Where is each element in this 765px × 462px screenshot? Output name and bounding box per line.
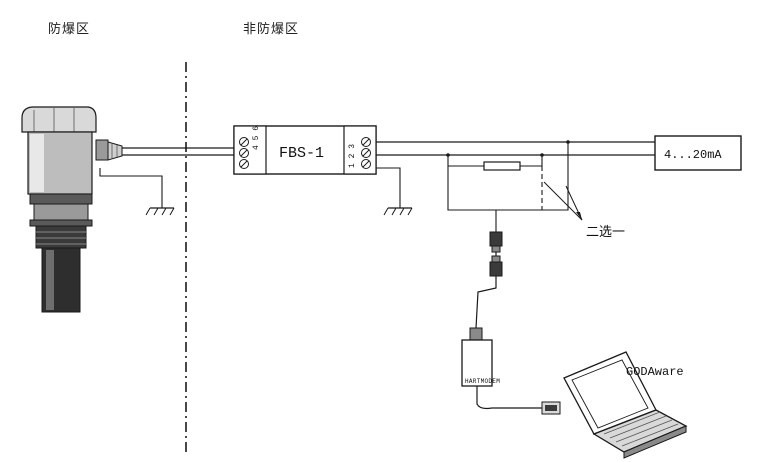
choose-one-label: 二选一 — [586, 225, 625, 240]
barrier-fbs1: 4 5 6 1 2 3 FBS-1 — [233, 125, 377, 175]
safe-zone-label: 非防爆区 — [243, 22, 300, 37]
modem-cable — [475, 276, 497, 329]
load-resistor — [483, 161, 521, 171]
barrier-right-terminal-numbers: 1 2 3 — [348, 144, 357, 168]
output-signal-label: 4...20mA — [664, 148, 722, 162]
signal-lines — [376, 141, 655, 156]
usb-cable — [476, 386, 542, 410]
laptop-computer: GODAware — [563, 351, 688, 459]
software-label: GODAware — [626, 365, 684, 379]
hazardous-zone-label: 防爆区 — [48, 22, 91, 37]
choose-one-annotation: 二选一 — [543, 181, 625, 240]
output-box: 4...20mA — [654, 135, 742, 171]
ground-symbol-left — [99, 168, 175, 216]
hart-clip-connector — [489, 231, 503, 277]
level-transmitter — [21, 106, 123, 313]
ground-symbol-right — [376, 167, 413, 216]
hart-modem: HARTMODEM — [461, 327, 500, 387]
field-cable — [122, 147, 234, 156]
modem-label: HARTMODEM — [465, 378, 500, 385]
barrier-name: FBS-1 — [279, 145, 324, 162]
hart-tap-lines — [447, 142, 569, 232]
barrier-left-terminal-numbers: 4 5 6 — [252, 126, 261, 150]
